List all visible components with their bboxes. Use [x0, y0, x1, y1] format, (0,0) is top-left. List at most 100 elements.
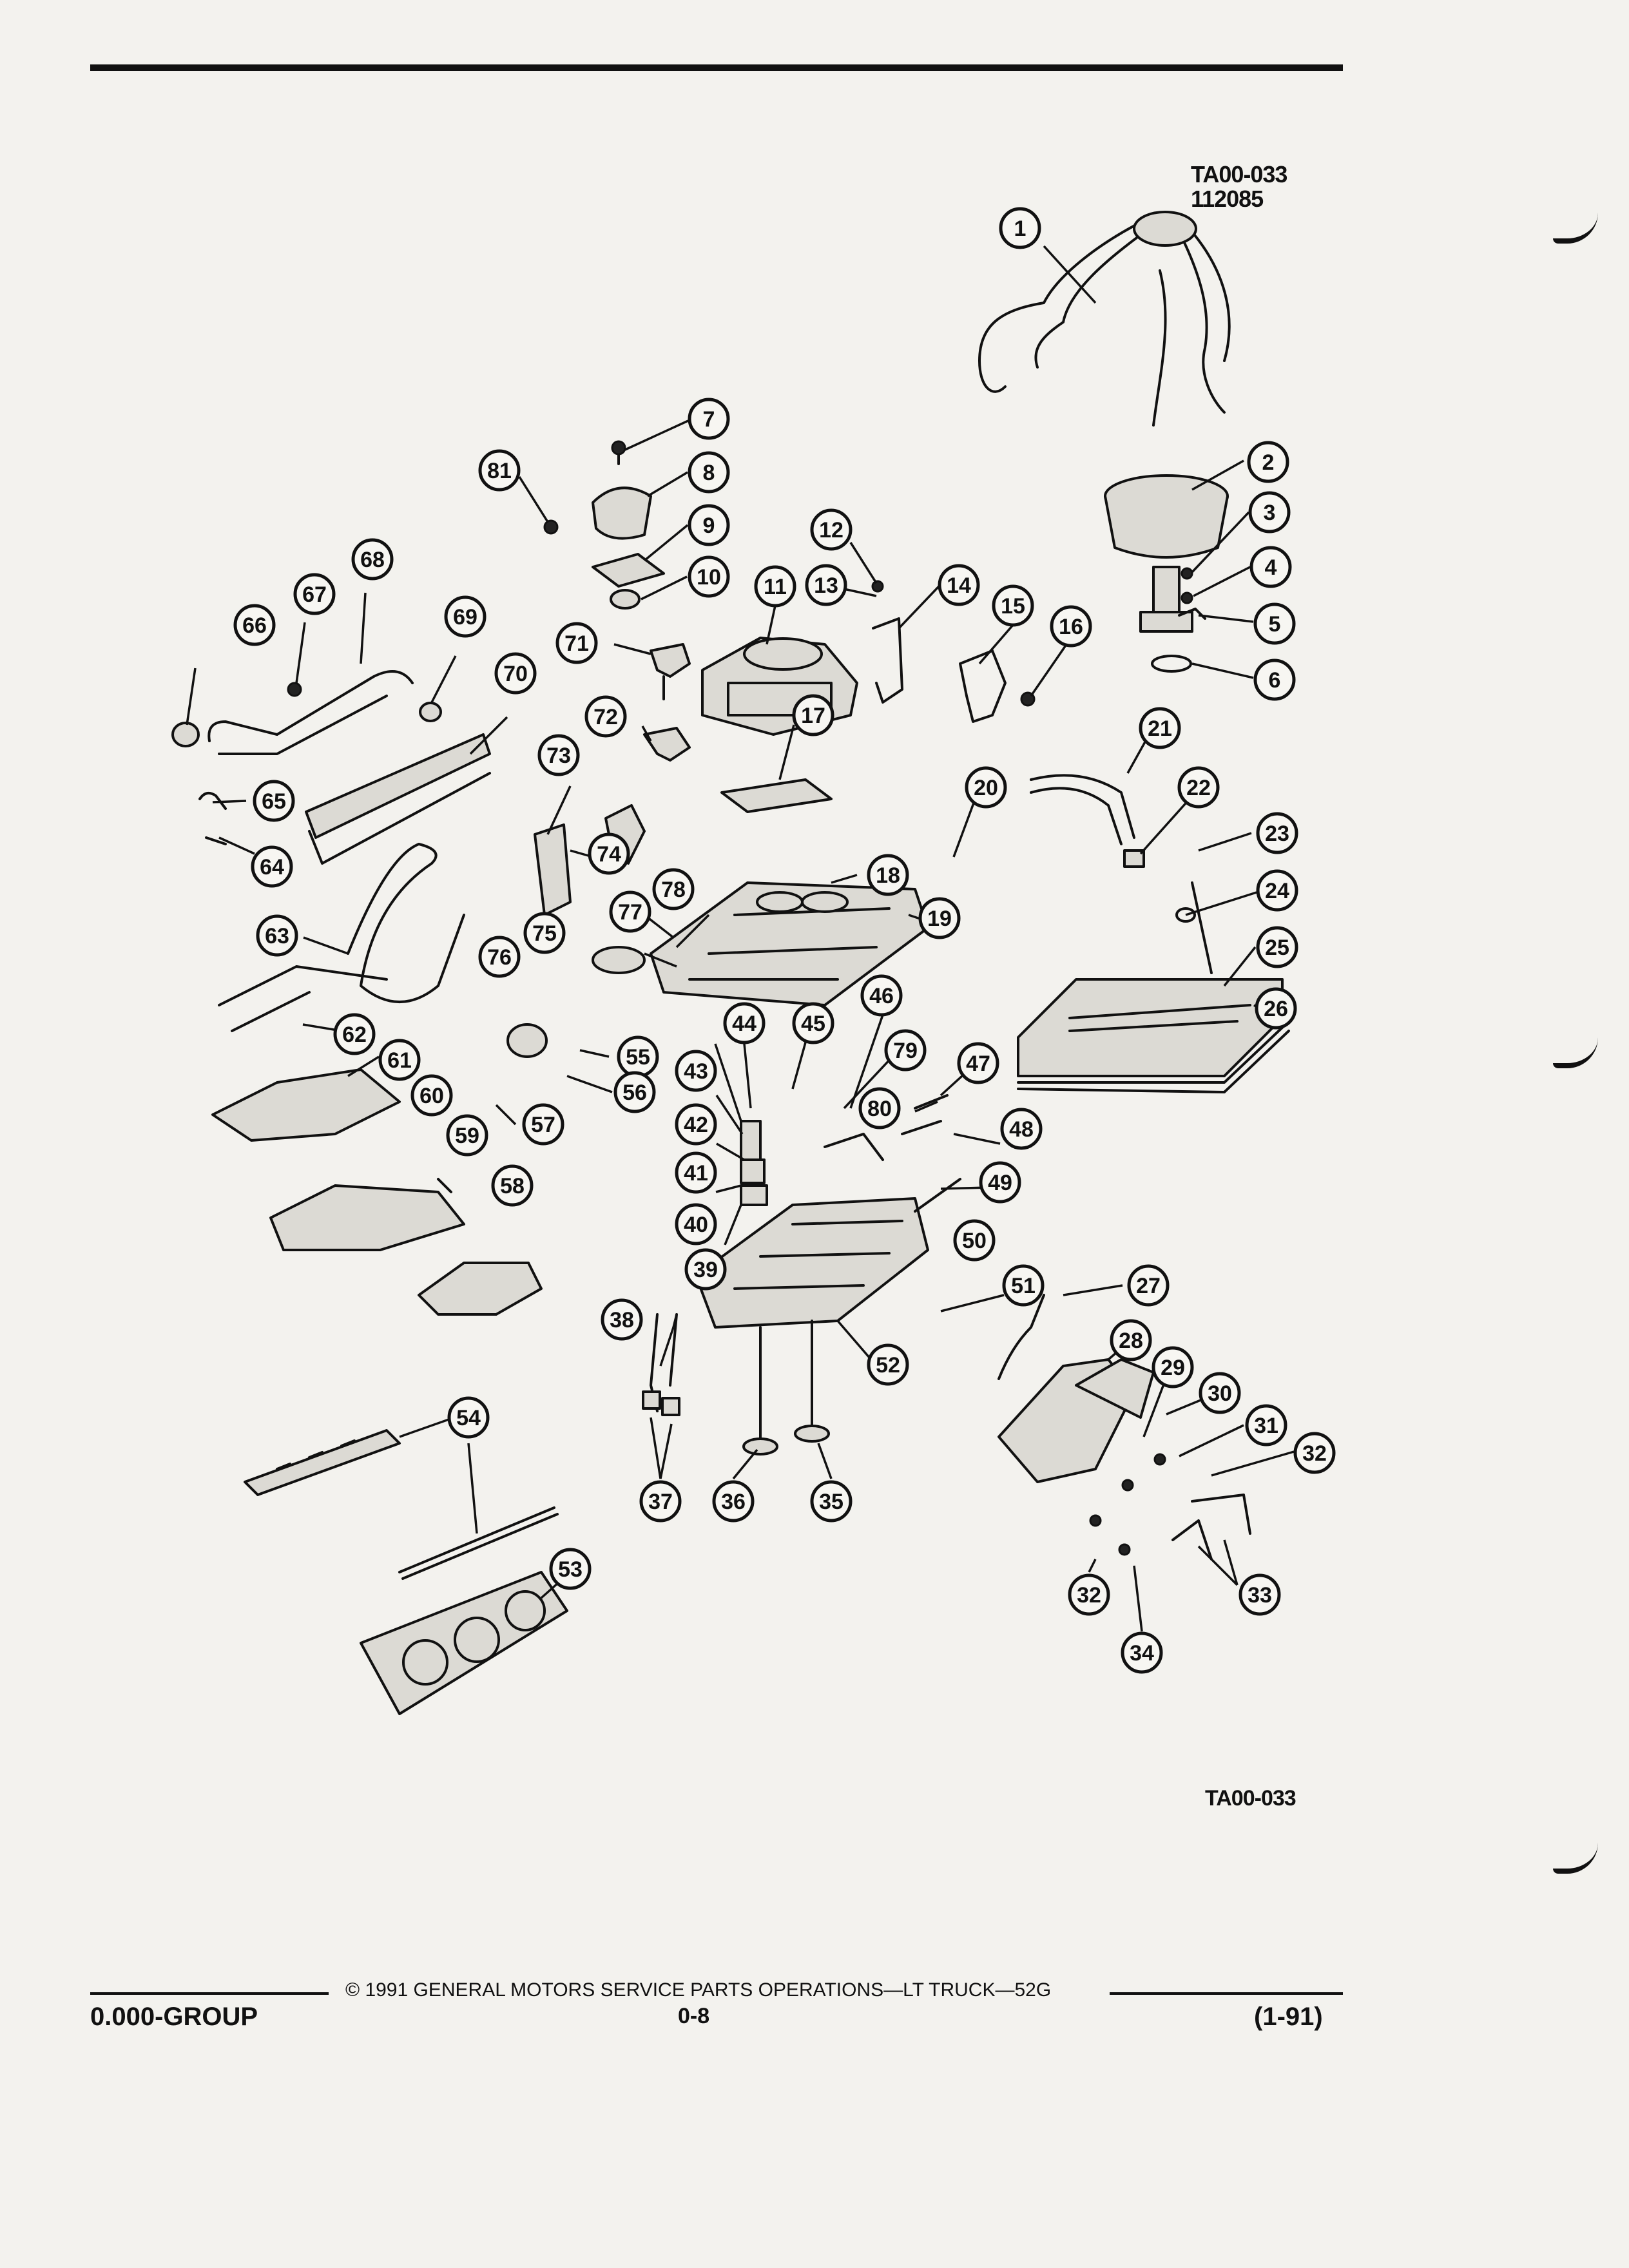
binder-punch-mark: [1553, 1037, 1598, 1068]
svg-text:3: 3: [1264, 501, 1276, 525]
svg-text:1: 1: [1014, 216, 1027, 241]
callout-78: 78: [652, 868, 695, 910]
callout-32a: 32: [1293, 1432, 1336, 1474]
svg-text:78: 78: [661, 878, 686, 902]
head-gasket: [360, 1571, 568, 1715]
svg-text:2: 2: [1262, 450, 1275, 475]
coolant-pipe: [171, 670, 442, 755]
svg-text:44: 44: [732, 1012, 757, 1036]
svg-text:58: 58: [500, 1174, 525, 1198]
thermostat-housing: [592, 440, 665, 610]
svg-text:12: 12: [819, 518, 843, 543]
callout-75: 75: [523, 912, 566, 954]
callout-36: 36: [712, 1480, 755, 1523]
svg-text:56: 56: [622, 1081, 647, 1105]
svg-text:35: 35: [819, 1490, 843, 1514]
svg-text:45: 45: [801, 1012, 825, 1036]
callout-29: 29: [1152, 1346, 1194, 1389]
svg-text:81: 81: [487, 459, 512, 483]
footer-rule-right: [1110, 1992, 1343, 1995]
callout-13: 13: [805, 564, 847, 606]
callout-43: 43: [675, 1050, 717, 1092]
valve-cover: [1017, 881, 1290, 1093]
callout-51: 51: [1002, 1264, 1045, 1307]
callout-38: 38: [601, 1298, 643, 1341]
intake-heat-shield: [305, 733, 491, 865]
svg-text:17: 17: [801, 704, 825, 728]
callout-9: 9: [688, 504, 730, 546]
callout-37: 37: [639, 1480, 682, 1523]
figure-code: 112085: [1191, 186, 1264, 212]
exhaust-manifold-left: [211, 965, 543, 1316]
callout-79: 79: [884, 1029, 927, 1072]
svg-text:14: 14: [947, 573, 971, 598]
callout-76: 76: [478, 936, 521, 978]
callout-70: 70: [494, 652, 537, 695]
svg-text:60: 60: [419, 1084, 444, 1108]
svg-text:67: 67: [302, 582, 327, 607]
callout-14: 14: [938, 564, 980, 606]
svg-text:79: 79: [893, 1039, 918, 1063]
page-number: 0-8: [678, 2004, 710, 2028]
callout-31: 31: [1245, 1404, 1287, 1446]
svg-text:64: 64: [260, 855, 284, 879]
svg-text:23: 23: [1265, 822, 1289, 846]
callout-77: 77: [609, 890, 651, 933]
svg-text:9: 9: [703, 514, 715, 538]
callout-57: 57: [522, 1103, 564, 1146]
callout-56: 56: [613, 1071, 656, 1113]
callout-69: 69: [444, 595, 487, 638]
callout-35: 35: [810, 1480, 853, 1523]
svg-text:47: 47: [966, 1052, 990, 1076]
callout-67: 67: [293, 573, 336, 615]
svg-text:39: 39: [693, 1258, 718, 1282]
callout-21: 21: [1139, 707, 1181, 749]
callout-8: 8: [688, 451, 730, 494]
figure-id-bottom: TA00-033: [1205, 1786, 1296, 1811]
svg-text:13: 13: [814, 573, 838, 598]
svg-text:57: 57: [531, 1113, 555, 1137]
callout-22: 22: [1177, 766, 1220, 809]
callout-63: 63: [256, 914, 298, 957]
svg-text:65: 65: [262, 789, 286, 814]
callout-59: 59: [446, 1114, 488, 1157]
svg-text:26: 26: [1264, 997, 1288, 1021]
callout-11: 11: [754, 565, 796, 608]
svg-text:10: 10: [697, 565, 721, 590]
carburetor: [701, 637, 858, 736]
callout-27: 27: [1127, 1264, 1170, 1307]
callout-7: 7: [688, 398, 730, 440]
svg-text:25: 25: [1265, 936, 1289, 960]
svg-text:31: 31: [1254, 1414, 1278, 1438]
callout-15: 15: [992, 584, 1034, 627]
callout-54: 54: [447, 1396, 490, 1439]
svg-text:11: 11: [764, 575, 787, 599]
callout-73: 73: [537, 734, 580, 776]
callout-62: 62: [333, 1013, 376, 1055]
svg-text:54: 54: [456, 1406, 481, 1430]
callout-39: 39: [684, 1248, 727, 1291]
callout-49: 49: [979, 1161, 1021, 1204]
svg-text:5: 5: [1269, 612, 1281, 637]
callout-58: 58: [491, 1164, 534, 1207]
svg-text:38: 38: [610, 1308, 634, 1332]
callout-20: 20: [965, 766, 1007, 809]
svg-text:59: 59: [455, 1124, 479, 1148]
svg-text:62: 62: [342, 1023, 367, 1047]
callout-53: 53: [549, 1548, 592, 1590]
svg-text:24: 24: [1265, 879, 1289, 903]
svg-text:53: 53: [558, 1557, 583, 1582]
callout-33: 33: [1239, 1573, 1281, 1616]
callout-44: 44: [723, 1002, 766, 1044]
svg-text:75: 75: [532, 921, 557, 946]
svg-text:33: 33: [1248, 1583, 1272, 1608]
figure-id: TA00-033: [1191, 161, 1287, 187]
callout-28: 28: [1110, 1319, 1152, 1361]
callout-55: 55: [617, 1035, 659, 1078]
svg-text:80: 80: [867, 1097, 892, 1121]
callout-6: 6: [1253, 658, 1296, 701]
revision-date: (1-91): [1254, 2003, 1323, 2031]
callout-41: 41: [675, 1151, 717, 1194]
callout-18: 18: [867, 854, 909, 896]
